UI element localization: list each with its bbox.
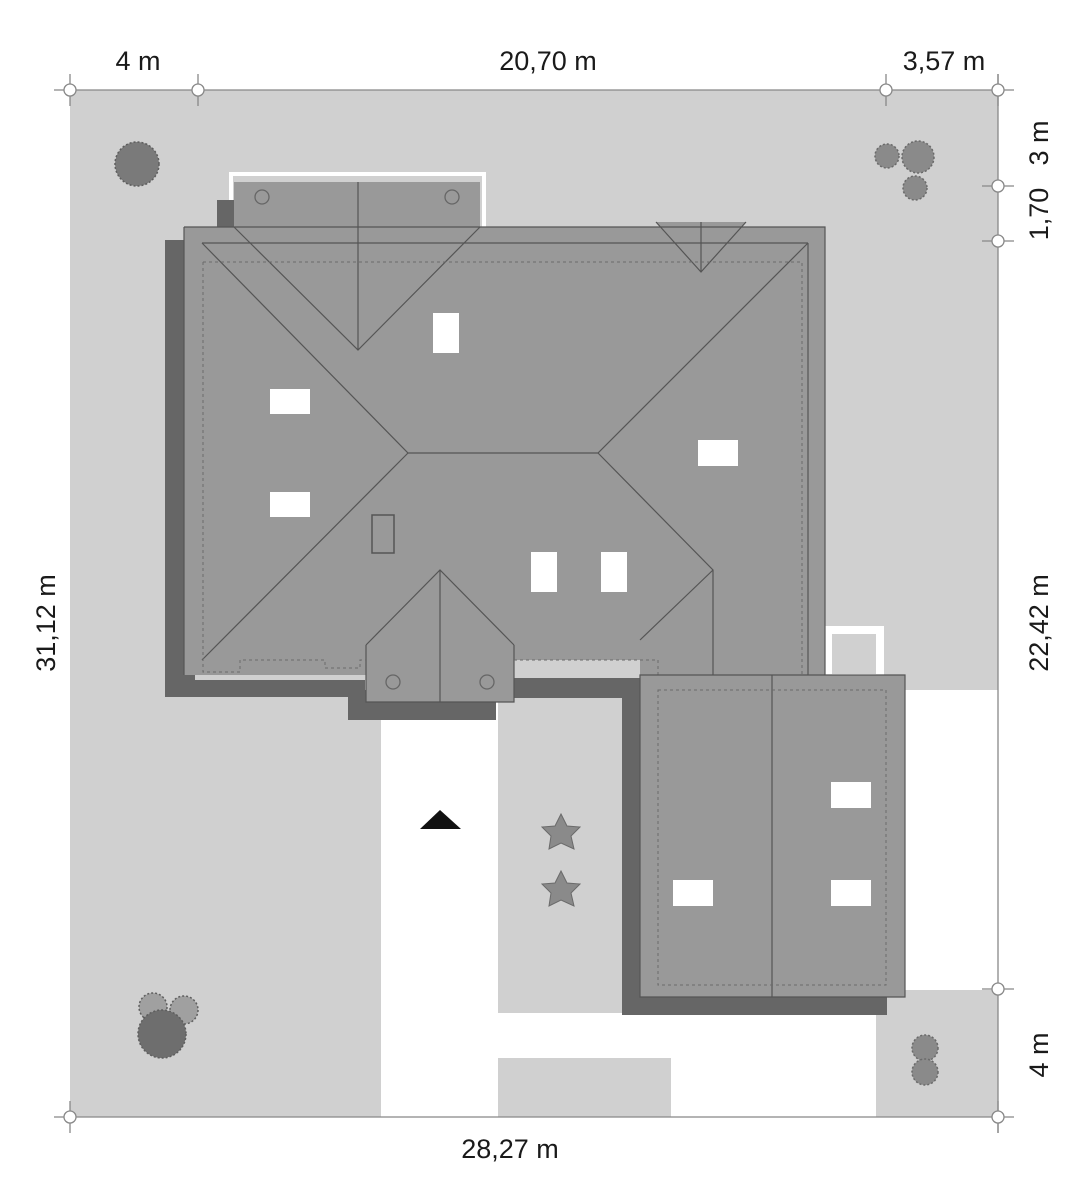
vent-circle <box>254 189 270 205</box>
tree-icon <box>114 141 160 187</box>
dim-left: 31,12 m <box>31 574 61 672</box>
skylight <box>433 313 459 353</box>
dim-right-second: 1,70 <box>1024 188 1054 241</box>
skylight <box>531 552 557 592</box>
skylight <box>601 552 627 592</box>
top-gable-slope <box>234 227 480 350</box>
dim-top-right: 3,57 m <box>903 46 986 76</box>
skylight <box>831 782 871 808</box>
parking-area <box>498 1058 671 1117</box>
skylight <box>673 880 713 906</box>
skylight <box>831 880 871 906</box>
terrace-right-inner <box>832 634 876 674</box>
dim-bottom: 28,27 m <box>461 1134 559 1164</box>
entrance-arrow-icon <box>420 810 461 829</box>
plot-garden-strip <box>498 690 638 1013</box>
main-roof <box>183 182 826 703</box>
star-shrub-icon <box>540 869 582 907</box>
vent-circle <box>479 674 495 690</box>
skylights <box>270 313 871 906</box>
tree-icon <box>137 992 199 1059</box>
skylight <box>270 389 310 414</box>
vent-circle <box>385 674 401 690</box>
tree-icon <box>911 1034 939 1086</box>
dim-right-top: 3 m <box>1024 120 1054 165</box>
dimension-lines <box>54 74 1014 1133</box>
garage-roof <box>639 674 906 998</box>
tree-icon <box>874 140 935 201</box>
plot-left-strip <box>70 690 381 1117</box>
dim-top-middle: 20,70 m <box>499 46 597 76</box>
dim-right-bottom: 4 m <box>1024 1032 1054 1077</box>
vent-circle <box>444 189 460 205</box>
star-shrub-icon <box>540 812 582 850</box>
dim-top-left: 4 m <box>115 46 160 76</box>
skylight <box>270 492 310 517</box>
skylight <box>698 440 738 466</box>
top-gable <box>234 182 480 230</box>
chimney <box>371 514 395 554</box>
dim-right-middle: 22,42 m <box>1024 574 1054 672</box>
